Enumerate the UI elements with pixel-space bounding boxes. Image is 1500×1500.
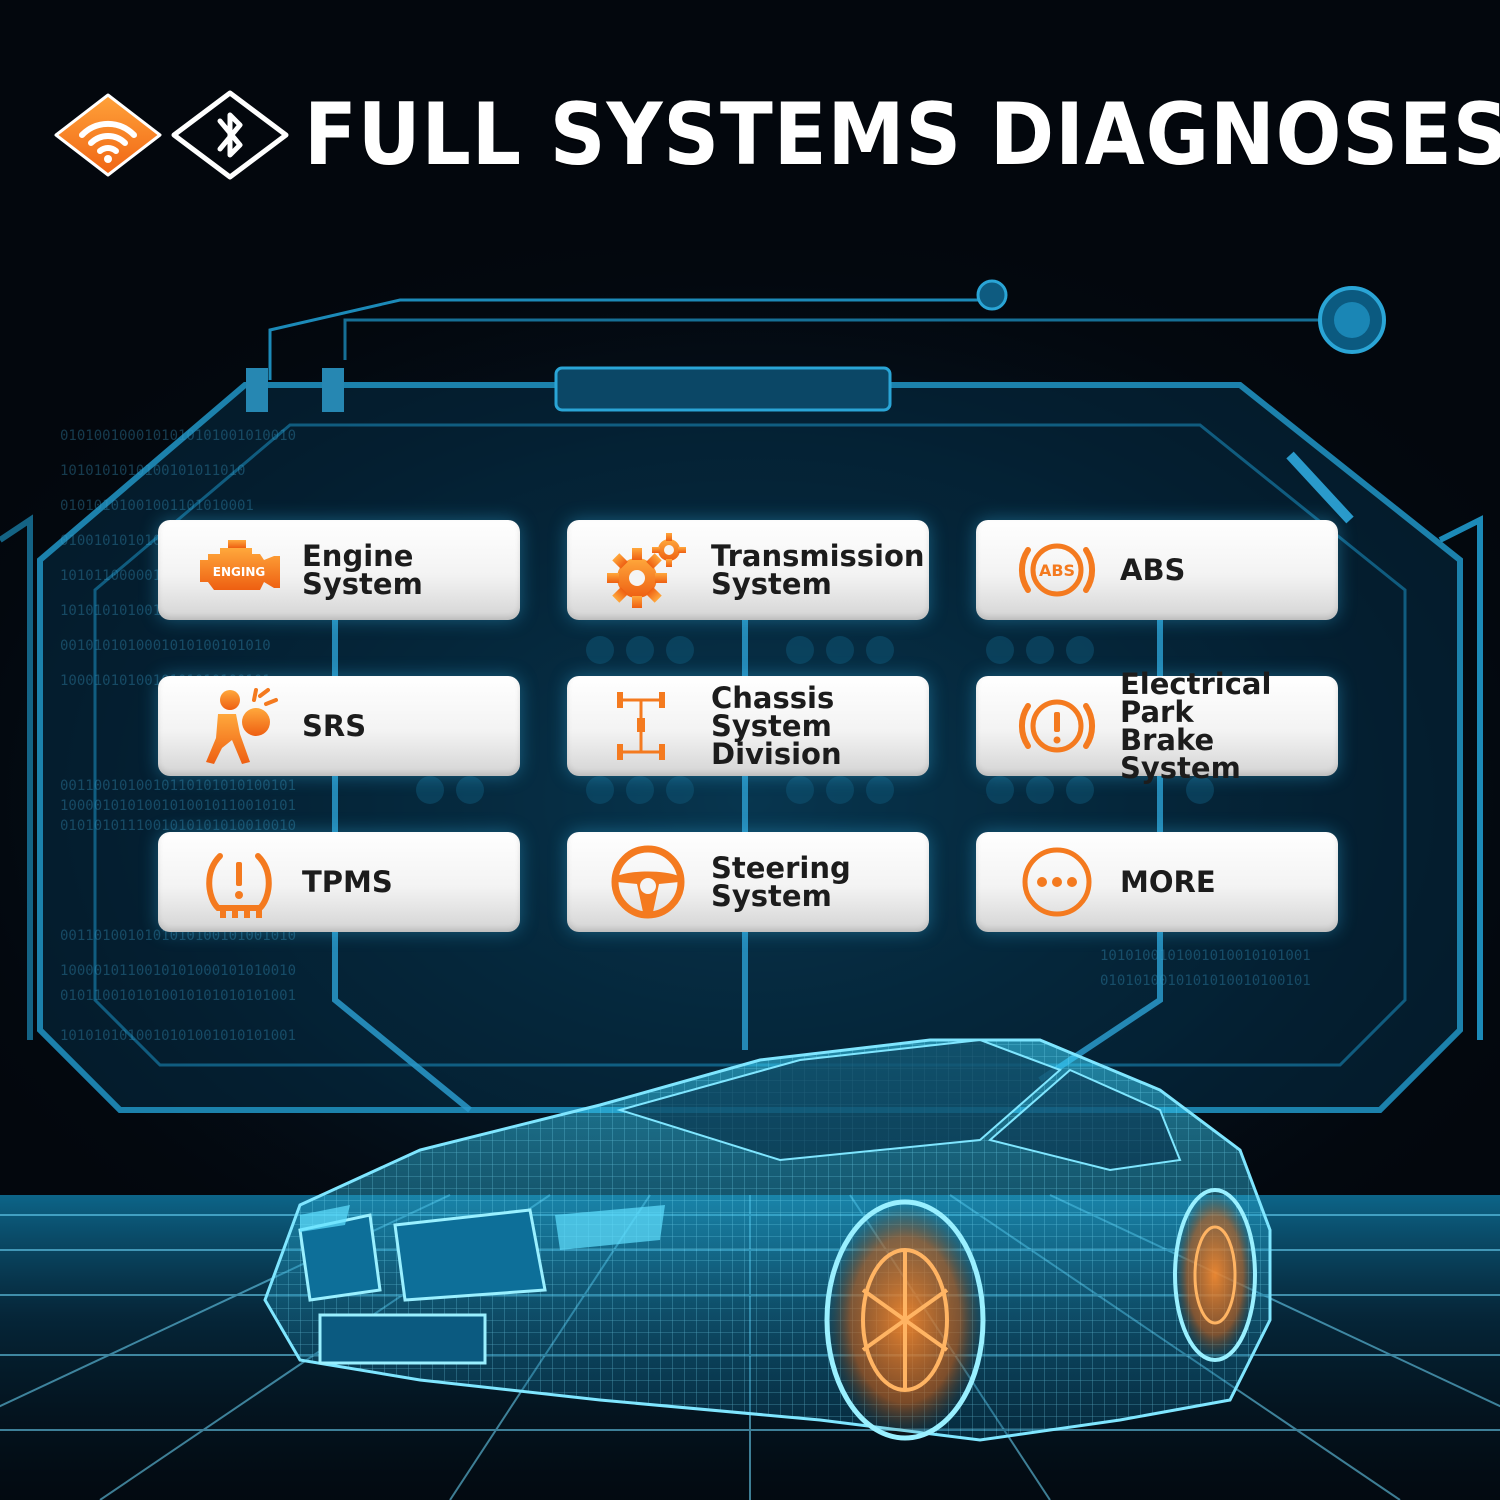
steering-wheel-icon <box>603 842 693 922</box>
card-label-line: TPMS <box>302 865 393 899</box>
abs-icon: ABS <box>1012 530 1102 610</box>
card-label-line: Steering <box>711 851 851 885</box>
card-label-line: Brake System <box>1120 723 1241 785</box>
engine-icon-text: ENGING <box>213 565 265 579</box>
airbag-icon <box>194 686 284 766</box>
svg-text:0101100101010010101010101001: 0101100101010010101010101001 <box>60 988 296 1004</box>
header: FULL SYSTEMS DIAGNOSES <box>52 80 1500 190</box>
svg-text:0101001000101010101001010010: 0101001000101010101001010010 <box>60 428 296 444</box>
engine-icon: ENGING <box>194 530 284 610</box>
card-label: SRS <box>302 709 367 743</box>
more-icon <box>1012 842 1102 922</box>
gears-icon <box>603 530 693 610</box>
svg-text:0010101010001010100101010: 0010101010001010100101010 <box>60 638 271 654</box>
card-label-line: ABS <box>1120 553 1186 587</box>
card-label: MORE <box>1120 865 1216 899</box>
abs-icon-text: ABS <box>1039 561 1075 580</box>
card-srs[interactable]: SRS <box>158 676 520 776</box>
chassis-icon <box>603 686 693 766</box>
card-electrical-park-brake-system[interactable]: Electrical Park Brake System <box>976 670 1338 783</box>
page-title: FULL SYSTEMS DIAGNOSES <box>304 85 1500 185</box>
svg-text:1010101010100101011010: 1010101010100101011010 <box>60 463 245 479</box>
svg-text:0011010010101010100101001010: 0011010010101010100101001010 <box>60 928 296 944</box>
svg-text:0011001010010110101010100101: 0011001010010110101010100101 <box>60 778 296 794</box>
card-transmission-system[interactable]: Transmission System <box>567 520 929 620</box>
card-label-line: System <box>711 879 832 913</box>
card-label-line: Engine <box>302 539 414 573</box>
svg-text:0101010010101010010100101: 0101010010101010010100101 <box>1100 973 1311 989</box>
card-label: Engine System <box>302 539 423 601</box>
card-label-line: Electrical Park <box>1120 667 1272 729</box>
card-label: ABS <box>1120 553 1186 587</box>
parking-brake-icon <box>1012 686 1102 766</box>
card-chassis-system-division[interactable]: Chassis System Division <box>567 676 929 776</box>
card-label-line: SRS <box>302 709 367 743</box>
card-label-line: System <box>302 567 423 601</box>
card-label: Chassis System Division <box>711 681 929 771</box>
svg-text:01010101001001101010001: 01010101001001101010001 <box>60 498 254 514</box>
svg-text:1000010110010101000101010010: 1000010110010101000101010010 <box>60 963 296 979</box>
card-label: TPMS <box>302 865 393 899</box>
systems-grid: ENGING Engine System <box>158 520 1338 932</box>
card-label: Steering System <box>711 851 851 913</box>
card-engine-system[interactable]: ENGING Engine System <box>158 520 520 620</box>
svg-text:1010100101001010010101001: 1010100101001010010101001 <box>1100 948 1311 964</box>
card-abs[interactable]: ABS ABS <box>976 520 1338 620</box>
card-more[interactable]: MORE <box>976 832 1338 932</box>
card-label-line: System <box>711 567 832 601</box>
card-label: Electrical Park Brake System <box>1120 667 1338 785</box>
tire-pressure-icon <box>194 842 284 922</box>
svg-text:1010101010010101001010101001: 1010101010010101001010101001 <box>60 1028 296 1044</box>
card-steering-system[interactable]: Steering System <box>567 832 929 932</box>
svg-text:0101010111001010101010010010: 0101010111001010101010010010 <box>60 818 296 834</box>
card-tpms[interactable]: TPMS <box>158 832 520 932</box>
bluetooth-icon <box>171 90 289 180</box>
card-label-line: MORE <box>1120 865 1216 899</box>
card-label: Transmission System <box>711 539 925 601</box>
wifi-icon <box>54 93 162 177</box>
card-label-line: Chassis System <box>711 681 835 743</box>
card-label-line: Division <box>711 737 842 771</box>
svg-text:1000010101001010010110010101: 1000010101001010010110010101 <box>60 798 296 814</box>
card-label-line: Transmission <box>711 539 925 573</box>
